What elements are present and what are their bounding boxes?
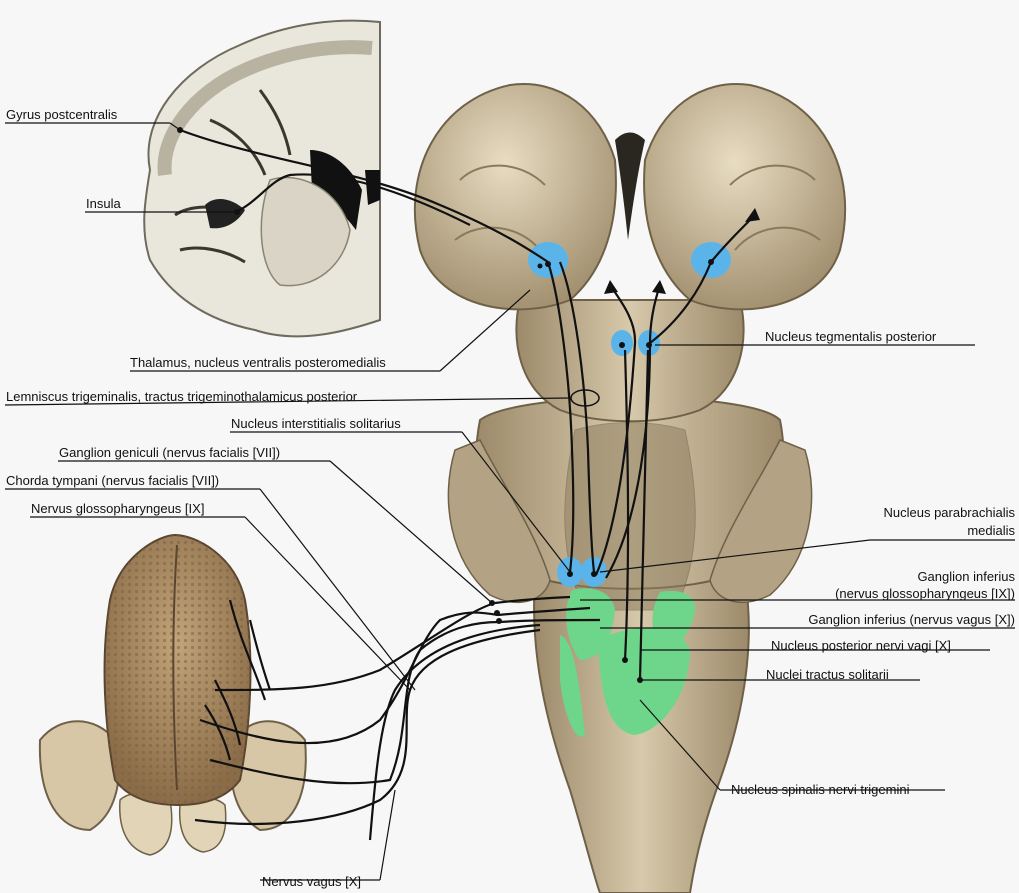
label-ganglion-inferius-ix-line1: Ganglion inferius bbox=[917, 569, 1015, 584]
label-thalamus: Thalamus, nucleus ventralis posteromedia… bbox=[130, 355, 386, 370]
label-nucleus-parabrachialis-line2: medialis bbox=[967, 523, 1015, 538]
label-insula: Insula bbox=[86, 196, 121, 211]
label-nucleus-interstitialis: Nucleus interstitialis solitarius bbox=[231, 416, 401, 431]
label-nervus-vagus: Nervus vagus [X] bbox=[262, 874, 361, 889]
label-nuclei-tractus-solitarii: Nuclei tractus solitarii bbox=[766, 667, 889, 682]
label-nucleus-parabrachialis-line1: Nucleus parabrachialis bbox=[883, 505, 1015, 520]
label-chorda-tympani: Chorda tympani (nervus facialis [VII]) bbox=[6, 473, 219, 488]
label-nucleus-posterior-vagi: Nucleus posterior nervi vagi [X] bbox=[771, 638, 951, 653]
label-nucleus-spinalis: Nucleus spinalis nervi trigemini bbox=[731, 782, 909, 797]
tongue-illustration bbox=[40, 535, 306, 855]
label-nervus-glossopharyngeus: Nervus glossopharyngeus [IX] bbox=[31, 501, 204, 516]
brainstem-illustration bbox=[415, 84, 845, 893]
label-ganglion-inferius-x: Ganglion inferius (nervus vagus [X]) bbox=[808, 612, 1015, 627]
label-ganglion-inferius-ix-line2: (nervus glossopharyngeus [IX]) bbox=[835, 586, 1015, 601]
label-gyrus-postcentralis: Gyrus postcentralis bbox=[6, 107, 117, 122]
label-ganglion-geniculi: Ganglion geniculi (nervus facialis [VII]… bbox=[59, 445, 280, 460]
label-lemniscus: Lemniscus trigeminalis, tractus trigemin… bbox=[6, 389, 357, 404]
label-nucleus-tegmentalis: Nucleus tegmentalis posterior bbox=[765, 329, 936, 344]
